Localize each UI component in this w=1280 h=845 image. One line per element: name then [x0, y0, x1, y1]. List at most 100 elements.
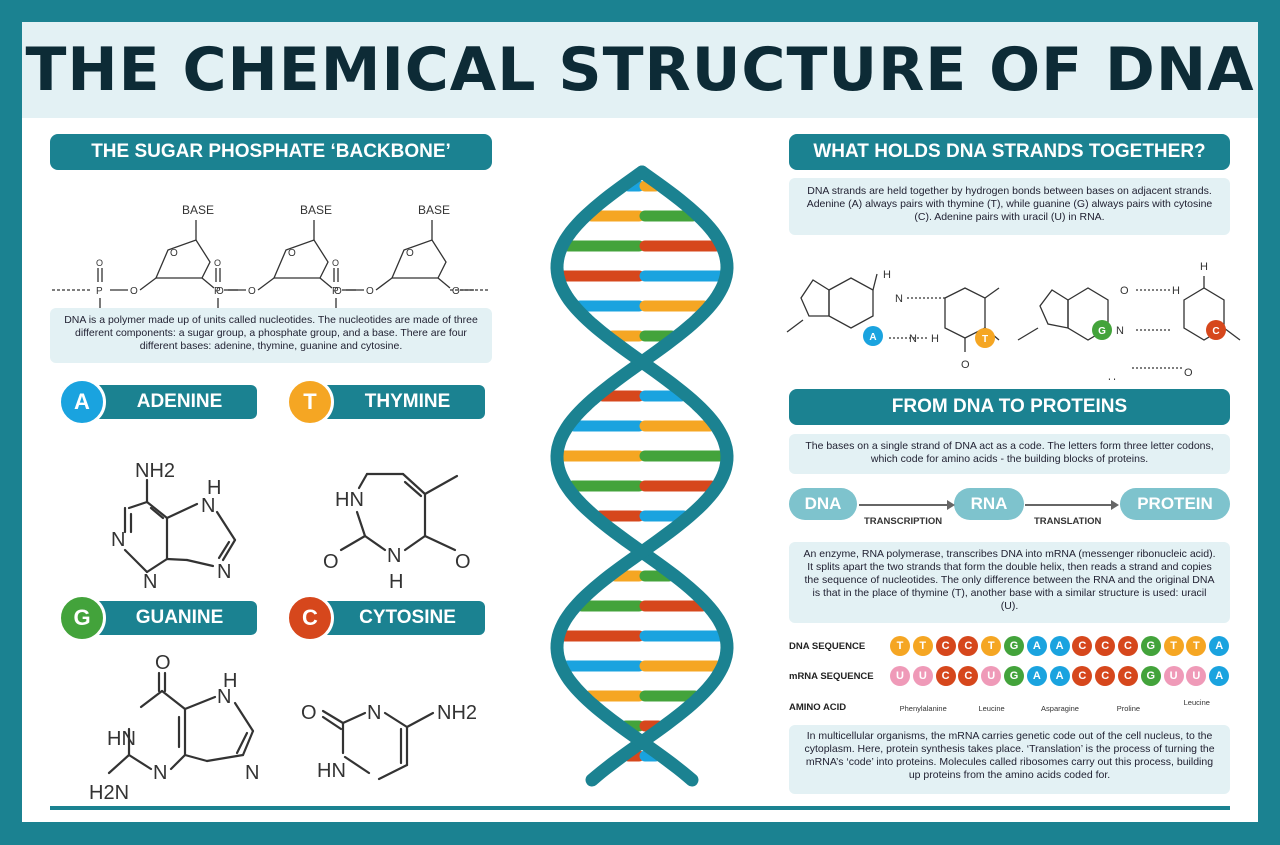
- atom-h: H: [1108, 377, 1116, 380]
- mrna-base-circle: U: [890, 666, 910, 686]
- cytosine-banner: C CYTOSINE: [286, 594, 485, 642]
- guanine-banner: G GUANINE: [58, 594, 257, 642]
- proteins-info-box-2: An enzyme, RNA polymerase, transcribes D…: [789, 542, 1230, 623]
- atom-n: N: [143, 571, 157, 592]
- amino-acid-label: AMINO ACID: [789, 702, 847, 713]
- ring-oxygen: O: [170, 248, 178, 259]
- guanine-badge: G: [58, 594, 106, 642]
- flow-rna: RNA: [954, 488, 1024, 520]
- atom-n: N: [909, 333, 917, 345]
- mrna-base-circle: C: [1072, 666, 1093, 686]
- flow-dna: DNA: [789, 488, 857, 520]
- phosphate-p: P: [96, 286, 103, 297]
- helix-strand: [550, 165, 734, 787]
- hydrogen-info-text: DNA strands are held together by hydroge…: [806, 185, 1213, 223]
- adenine-structure: NH2 N N N N H: [111, 460, 237, 592]
- atom-o: O: [455, 551, 471, 573]
- mrna-base-circle: U: [912, 666, 933, 686]
- cytosine-nh2: NH2: [437, 702, 477, 724]
- guanine-cytosine-pair-diagram: G C O H H N O H: [1017, 261, 1241, 380]
- guanine-structure: O HN N H2N N H N: [89, 652, 259, 804]
- dna-base-circle: C: [1072, 636, 1093, 656]
- bottom-divider: [50, 806, 1230, 810]
- dna-base-circle: C: [1118, 636, 1138, 656]
- atom-h: H: [1172, 285, 1180, 297]
- dna-base-circle: T: [981, 636, 1002, 656]
- amino-acid-name: Asparagine: [1041, 704, 1079, 713]
- guanine-h2n: H2N: [89, 782, 129, 804]
- atom-n: N: [111, 529, 125, 551]
- mrna-base-circle: A: [1049, 666, 1070, 686]
- thymine-structure: HN O O N H: [323, 472, 471, 592]
- helix-strand: [550, 165, 734, 787]
- dna-base-circle: T: [1186, 636, 1207, 656]
- cytosine-badge: C: [286, 594, 334, 642]
- atom-n: N: [217, 686, 231, 708]
- thymine-badge: T: [286, 378, 334, 426]
- atom-h: H: [883, 269, 891, 281]
- adenine-badge: A: [58, 378, 106, 426]
- atom-h: H: [1200, 261, 1208, 273]
- phosphate-o: O: [96, 258, 103, 268]
- ester-oxygen: O: [216, 286, 224, 297]
- mrna-base-circle: C: [958, 666, 979, 686]
- proteins-info-text-3: In multicellular organisms, the mRNA car…: [804, 730, 1215, 781]
- base-label: BASE: [182, 203, 214, 217]
- ester-oxygen: O: [334, 286, 342, 297]
- backbone-heading: THE SUGAR PHOSPHATE ‘BACKBONE’: [50, 134, 492, 170]
- ring-oxygen: O: [288, 248, 296, 259]
- phosphate-o: O: [332, 258, 339, 268]
- ring-oxygen: O: [406, 248, 414, 259]
- guanine-dot: [1092, 320, 1112, 340]
- atom-n: N: [245, 762, 259, 784]
- proteins-info-text-1: The bases on a single strand of DNA act …: [805, 440, 1214, 465]
- page-title: THE CHEMICAL STRUCTURE OF DNA: [25, 35, 1255, 105]
- pair-t-letter: T: [982, 334, 988, 345]
- atom-n: N: [1116, 325, 1124, 337]
- base-label: BASE: [418, 203, 450, 217]
- dna-double-helix: [550, 165, 734, 787]
- mrna-base-circle: U: [1186, 666, 1207, 686]
- dna-base-circle: C: [1095, 636, 1116, 656]
- dna-base-circle: C: [935, 636, 956, 656]
- atom-o: O: [1120, 285, 1129, 297]
- mrna-base-circle: A: [1026, 666, 1047, 686]
- flow-protein: PROTEIN: [1120, 488, 1230, 520]
- phosphate-p: P: [214, 286, 221, 297]
- amino-acid-name: Leucine: [978, 704, 1005, 713]
- transcription-label: TRANSCRIPTION: [864, 516, 943, 527]
- atom-o: O: [323, 551, 339, 573]
- phosphate-o: O: [214, 258, 221, 268]
- dna-to-proteins-heading: FROM DNA TO PROTEINS: [789, 389, 1230, 425]
- pair-a-letter: A: [869, 332, 876, 343]
- mrna-base-circle: A: [1209, 666, 1230, 686]
- thymine-label: THYMINE: [364, 391, 451, 412]
- proteins-info-box-1: The bases on a single strand of DNA act …: [789, 434, 1230, 474]
- proteins-info-text-2: An enzyme, RNA polymerase, transcribes D…: [803, 548, 1216, 612]
- atom-o: O: [301, 702, 317, 724]
- amino-acid-name: Leucine: [1183, 698, 1210, 707]
- flow-arrows: [859, 500, 1119, 510]
- dna-base-circle: G: [1004, 636, 1024, 656]
- atom-hn: HN: [317, 760, 346, 782]
- atom-o: O: [1184, 367, 1193, 379]
- guanine-label: GUANINE: [135, 607, 224, 628]
- atom-h: H: [223, 670, 237, 692]
- adenine-banner: A ADENINE: [58, 378, 257, 426]
- mrna-base-circle: C: [935, 666, 956, 686]
- mrna-base-circle: G: [1140, 666, 1161, 686]
- dna-base-circle: T: [890, 636, 910, 656]
- atom-o: O: [961, 359, 970, 371]
- hydrogen-bonds-heading: WHAT HOLDS DNA STRANDS TOGETHER?: [789, 134, 1230, 170]
- dna-base-circle: T: [912, 636, 933, 656]
- ester-oxygen: O: [366, 286, 374, 297]
- infographic-frame: THE CHEMICAL STRUCTURE OF DNA THE SUGAR …: [22, 22, 1258, 822]
- mrna-sequence-label: mRNA SEQUENCE: [789, 671, 874, 682]
- atom-n: N: [201, 495, 215, 517]
- ester-oxygen: O: [452, 286, 460, 297]
- amino-acid-name: Proline: [1116, 704, 1141, 713]
- cytosine-dot: [1206, 320, 1226, 340]
- dna-base-circle: C: [958, 636, 979, 656]
- thymine-dot: [975, 328, 995, 348]
